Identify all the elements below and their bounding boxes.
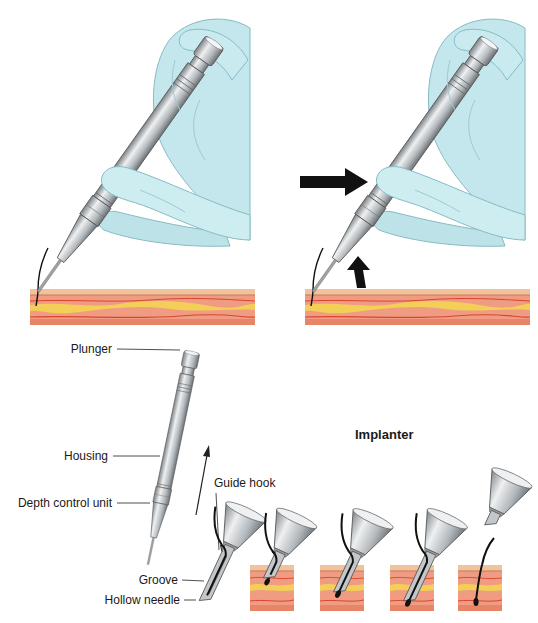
withdrawn-step (485, 510, 501, 529)
part-label: Groove (139, 573, 178, 587)
needle-detail (180, 507, 243, 596)
insertion-step (263, 551, 285, 582)
hand-right (304, 19, 530, 325)
part-label: Housing (64, 449, 108, 463)
motion-arrow (196, 445, 210, 515)
leader-lines (113, 456, 160, 457)
insertion-step (404, 598, 412, 607)
push-arrow (347, 256, 370, 288)
motion-arrow (203, 445, 210, 457)
part-label: Hollow needle (105, 593, 180, 607)
leader-lines (216, 493, 219, 550)
part-label: Guide hook (214, 476, 275, 490)
insertion-step (238, 502, 318, 595)
leader-lines (113, 349, 219, 600)
motion-arrow (196, 455, 207, 515)
needle-detail (177, 495, 268, 612)
part-label: Depth control unit (18, 496, 112, 510)
hand-left (29, 19, 255, 325)
implanted-hair (476, 538, 494, 600)
insertion-step (334, 589, 342, 598)
leader-lines (117, 349, 180, 350)
leader-lines (182, 580, 204, 581)
withdrawn-step (475, 465, 534, 524)
insertion-step (381, 513, 444, 602)
leader-lines (184, 600, 196, 601)
push-arrow (300, 168, 368, 196)
needle-detail (209, 499, 268, 558)
implanted-hair (473, 598, 478, 606)
implanted-hair (473, 538, 494, 606)
insertion-step (263, 551, 280, 574)
insertion-step (336, 505, 395, 564)
implanter-large (140, 350, 200, 566)
part-label: Plunger (71, 342, 112, 356)
figure-heading: Implanter (355, 428, 414, 442)
leader-lines (117, 503, 150, 504)
insertion-step (263, 577, 271, 586)
insertion-step (410, 505, 469, 564)
insertion-step (311, 513, 369, 593)
withdrawn-step (469, 465, 534, 537)
insertion-step (260, 505, 319, 564)
insertion-step (309, 502, 395, 607)
insertion-step (379, 502, 469, 616)
